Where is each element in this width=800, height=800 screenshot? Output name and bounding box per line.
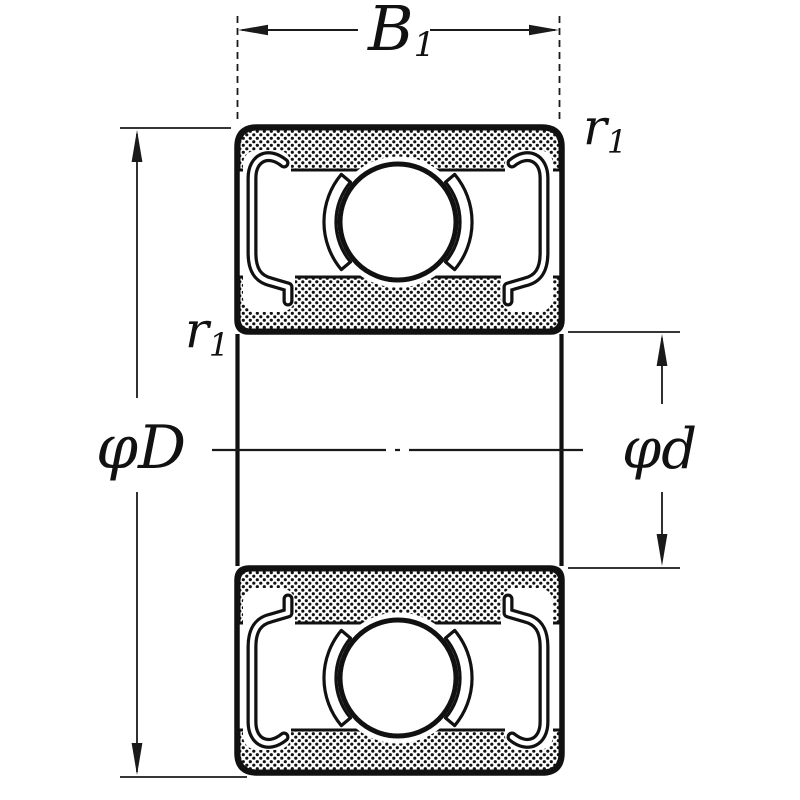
phiD-dimension: φD xyxy=(96,127,247,778)
chamfer-label-right: r1 xyxy=(583,98,627,161)
b1-arrow-right xyxy=(529,24,559,36)
chamfer-right-sub: 1 xyxy=(607,123,627,161)
b1-dimension: B1 xyxy=(236,0,561,124)
b1-arrow-left xyxy=(238,24,268,36)
bearing-lower-section xyxy=(237,568,562,773)
bore-diameter-label: φd xyxy=(622,417,697,482)
b1-label-base: B xyxy=(367,0,414,65)
b1-label: B1 xyxy=(367,0,435,65)
chamfer-left-base: r xyxy=(185,301,212,359)
chamfer-right-base: r xyxy=(583,98,610,156)
b1-label-sub: 1 xyxy=(414,25,436,65)
bearing-upper-section xyxy=(237,127,562,332)
phiD-arrow-down xyxy=(131,743,143,775)
outer-diameter-label: φD xyxy=(96,413,186,483)
phiD-arrow-up xyxy=(131,130,143,162)
phid-dimension: φd xyxy=(568,331,697,569)
phid-arrow-up xyxy=(656,334,668,366)
chamfer-label-left: r1 xyxy=(185,301,229,364)
phid-arrow-down xyxy=(656,534,668,566)
chamfer-left-sub: 1 xyxy=(209,326,229,364)
